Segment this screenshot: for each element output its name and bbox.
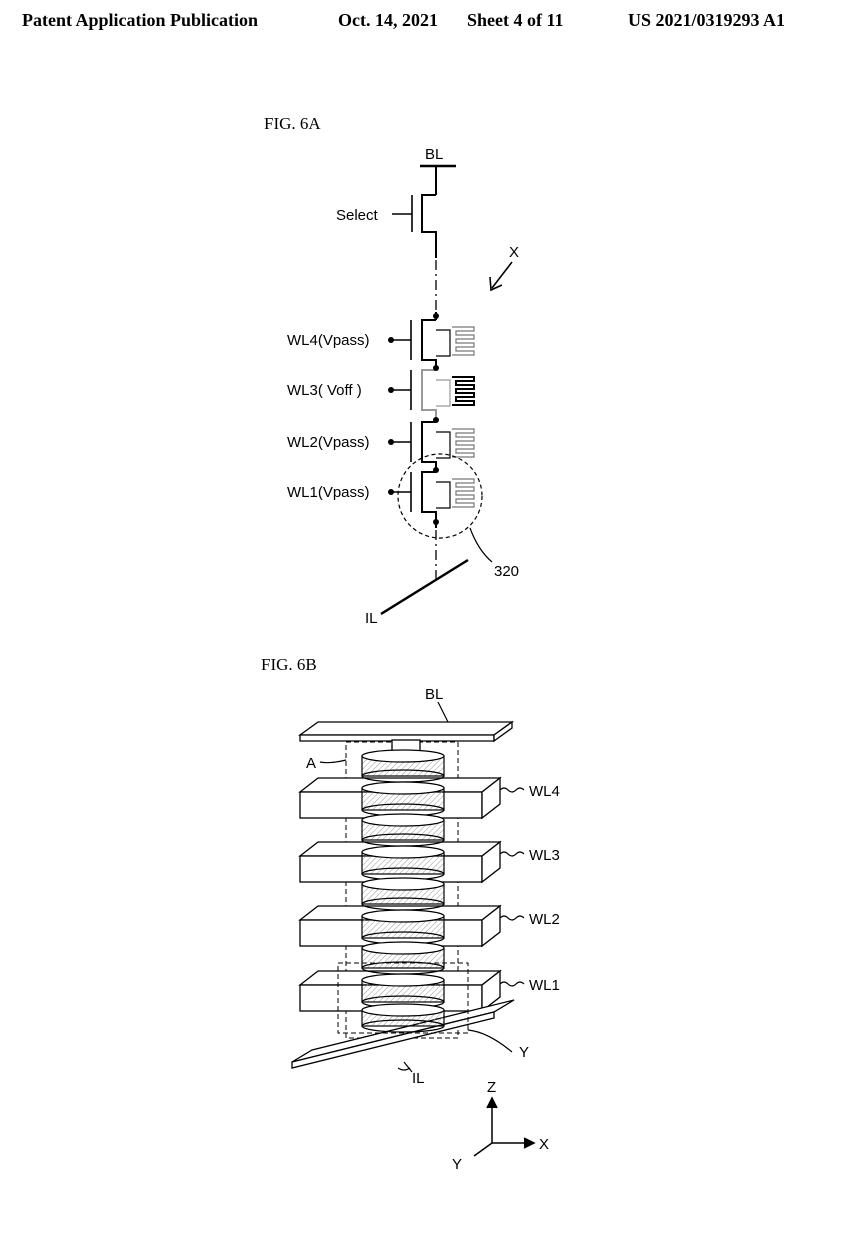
fig-6a-wl2-label: WL2(Vpass) xyxy=(287,434,370,451)
il-line xyxy=(380,558,469,616)
cell-wl3 xyxy=(393,369,475,422)
fig-6b-wl2-label: WL2 xyxy=(529,911,560,928)
fig-6a-title: FIG. 6A xyxy=(264,114,321,133)
fig-6b-bl-label: BL xyxy=(425,686,443,703)
cell-wl4 xyxy=(393,319,475,370)
fig-6a-wl1-label: WL1(Vpass) xyxy=(287,484,370,501)
fig-6b-a-label: A xyxy=(306,755,316,772)
region-320-circle xyxy=(397,453,483,539)
fig-6b-leaders xyxy=(397,787,525,1073)
cell-wl2 xyxy=(393,421,475,472)
axis-x-label: X xyxy=(539,1136,549,1153)
axes-triad xyxy=(473,1096,536,1157)
header-publication: Patent Application Publication xyxy=(22,10,259,30)
axis-y-label: Y xyxy=(452,1156,462,1173)
fig-6a-select-label: Select xyxy=(336,207,379,224)
header-sheet: Sheet 4 of 11 xyxy=(467,10,564,30)
fig-6a-wl3-label: WL3( Voff ) xyxy=(287,382,362,399)
fig-6a-il-label: IL xyxy=(365,610,378,627)
header-date: Oct. 14, 2021 xyxy=(338,10,438,30)
fig-6b-wl1-label: WL1 xyxy=(529,977,560,994)
fig-6a-wl4-label: WL4(Vpass) xyxy=(287,332,370,349)
fig-6b-il-label: IL xyxy=(412,1070,425,1087)
fig-6a-ref-320: 320 xyxy=(494,563,519,580)
fig-6a-diagram xyxy=(380,164,513,616)
fig-6a-bl-label: BL xyxy=(425,146,443,163)
pillar-disks xyxy=(361,749,445,1033)
header-patent-number: US 2021/0319293 A1 xyxy=(628,10,786,30)
fig-6b-y-region-label: Y xyxy=(519,1044,529,1061)
fig-6b-wl4-label: WL4 xyxy=(529,783,560,800)
fig-6b-title: FIG. 6B xyxy=(261,655,317,674)
cell-wl1 xyxy=(393,471,475,528)
fig-6a-x-label: X xyxy=(509,244,519,261)
axis-z-label: Z xyxy=(487,1079,496,1096)
fig-6b-wl3-label: WL3 xyxy=(529,847,560,864)
